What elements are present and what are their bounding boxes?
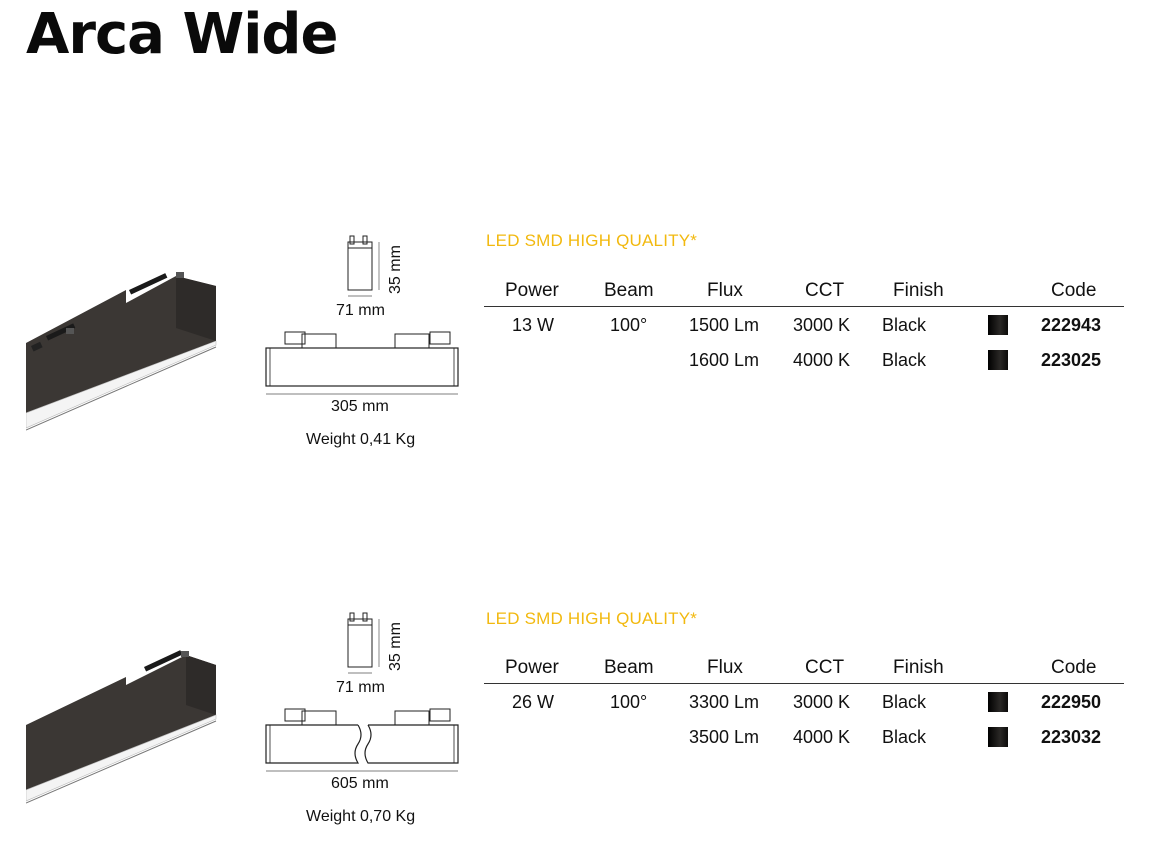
header-finish: Finish: [893, 657, 944, 678]
finish-swatch: [988, 350, 1008, 370]
spec-table: Power Beam Flux CCT Finish Code 26 W 100…: [484, 651, 1124, 754]
technical-drawing: [265, 235, 459, 395]
height-dimension: 35 mm: [387, 245, 404, 294]
cell-flux: 3500 Lm: [689, 727, 760, 747]
cell-flux: 1500 Lm: [689, 315, 760, 335]
cell-beam: 100°: [610, 315, 648, 335]
cell-beam: 100°: [610, 692, 648, 712]
cell-finish: Black: [882, 692, 927, 712]
cell-code: 222943: [1041, 315, 1102, 335]
cell-flux: 1600 Lm: [689, 350, 760, 370]
finish-swatch: [988, 315, 1008, 335]
cell-cct: 4000 K: [793, 350, 851, 370]
header-power: Power: [505, 280, 559, 301]
technical-drawing: [265, 612, 459, 772]
cell-code: 223032: [1041, 727, 1102, 747]
page-title: Arca Wide: [26, 2, 338, 67]
product-section-305: 35 mm 71 mm 305 mm Weight 0,41 Kg LED SM…: [0, 228, 1173, 488]
cell-cct: 3000 K: [793, 692, 851, 712]
header-finish: Finish: [893, 280, 944, 301]
header-beam: Beam: [604, 280, 654, 301]
product-section-605: 35 mm 71 mm 605 mm Weight 0,70 Kg LED SM…: [0, 605, 1173, 865]
length-dimension: 305 mm: [331, 398, 389, 415]
weight-label: Weight 0,41 Kg: [306, 431, 416, 448]
finish-swatch: [988, 727, 1008, 747]
cell-power: 26 W: [512, 692, 555, 712]
header-code: Code: [1051, 280, 1097, 301]
header-code: Code: [1051, 657, 1097, 678]
cell-finish: Black: [882, 315, 927, 335]
cell-cct: 4000 K: [793, 727, 851, 747]
header-cct: CCT: [805, 280, 845, 301]
quality-label: LED SMD HIGH QUALITY*: [486, 231, 698, 250]
spec-table: Power Beam Flux CCT Finish Code 13 W 100…: [484, 274, 1124, 377]
header-flux: Flux: [707, 280, 743, 301]
cell-code: 222950: [1041, 692, 1102, 712]
length-dimension: 605 mm: [331, 775, 389, 792]
cell-finish: Black: [882, 350, 927, 370]
table-header: Power Beam Flux CCT Finish Code: [484, 274, 1124, 307]
width-dimension: 71 mm: [336, 679, 385, 696]
table-header: Power Beam Flux CCT Finish Code: [484, 651, 1124, 684]
cell-flux: 3300 Lm: [689, 692, 760, 712]
table-row: 3500 Lm 4000 K Black 223032: [484, 719, 1124, 754]
quality-label: LED SMD HIGH QUALITY*: [486, 609, 698, 628]
width-dimension: 71 mm: [336, 302, 385, 319]
cell-power: 13 W: [512, 315, 555, 335]
header-power: Power: [505, 657, 559, 678]
finish-swatch: [988, 692, 1008, 712]
header-beam: Beam: [604, 657, 654, 678]
cell-cct: 3000 K: [793, 315, 851, 335]
cell-finish: Black: [882, 727, 927, 747]
cell-code: 223025: [1041, 350, 1102, 370]
height-dimension: 35 mm: [387, 622, 404, 671]
header-flux: Flux: [707, 657, 743, 678]
table-row: 1600 Lm 4000 K Black 223025: [484, 342, 1124, 377]
header-cct: CCT: [805, 657, 845, 678]
table-row: 13 W 100° 1500 Lm 3000 K Black 222943: [484, 307, 1124, 342]
product-image: [26, 650, 217, 804]
product-image: [26, 272, 217, 431]
weight-label: Weight 0,70 Kg: [306, 808, 416, 825]
table-row: 26 W 100° 3300 Lm 3000 K Black 222950: [484, 684, 1124, 719]
